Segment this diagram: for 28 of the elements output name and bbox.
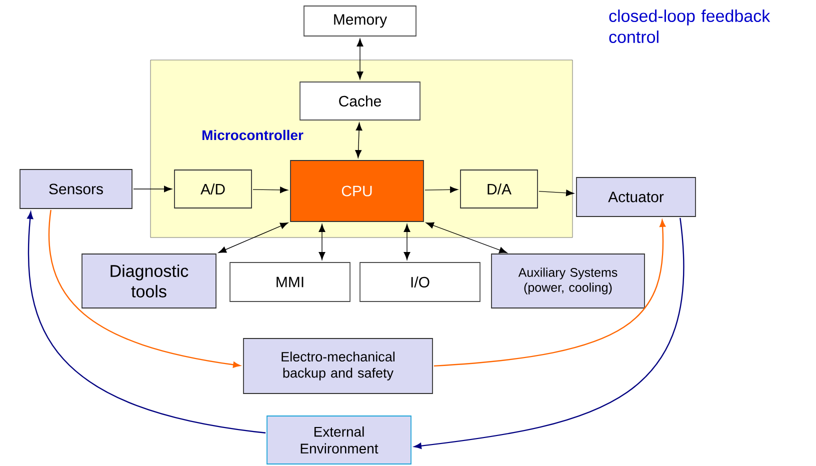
cpu-box: CPU	[290, 160, 424, 222]
interface-box: MMI	[230, 262, 350, 302]
arrow	[48, 210, 240, 368]
arrow	[318, 224, 326, 260]
converter-box: A/D	[174, 170, 252, 208]
actuator-box: Actuator	[576, 177, 696, 217]
interface-box: I/O	[360, 262, 480, 302]
cache-box: Cache	[300, 82, 420, 120]
arrow	[27, 212, 266, 434]
memory-box: Memory	[304, 6, 416, 36]
arrow	[252, 186, 288, 194]
arrow	[538, 190, 574, 196]
arrow	[424, 186, 458, 193]
backup-box: Electro-mechanical backup and safety	[243, 338, 433, 394]
arrow	[355, 122, 362, 158]
arrow	[426, 222, 508, 254]
arrow	[356, 38, 364, 80]
environment-box: External Environment	[266, 416, 412, 464]
arrow	[414, 218, 684, 449]
tools-box: Diagnostic tools	[82, 254, 216, 308]
arrow	[133, 186, 172, 192]
arrow	[404, 224, 410, 260]
sensors-box: Sensors	[20, 169, 132, 209]
arrow	[218, 222, 288, 253]
note-text: closed-loop feedback control	[609, 10, 770, 44]
converter-box: D/A	[460, 170, 538, 208]
systems-box: Auxiliary Systems (power, cooling)	[491, 254, 645, 308]
arrow	[434, 220, 666, 367]
